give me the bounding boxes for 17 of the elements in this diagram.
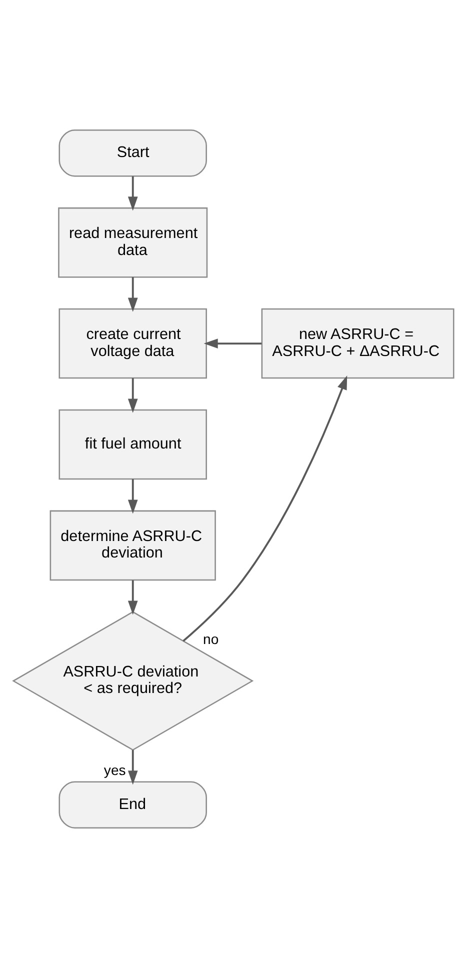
node-box: End: [58, 780, 207, 828]
arrow: [128, 478, 138, 514]
node-box: read measurement data: [58, 206, 208, 278]
node-box: fit fuel amount: [58, 408, 207, 480]
arrow: [182, 374, 348, 642]
node-box: Start: [58, 128, 207, 176]
node-box: determine ASRRU-C deviation: [50, 510, 216, 580]
arrow: [128, 580, 138, 614]
arrow: [128, 276, 138, 312]
edge-label: yes: [104, 762, 126, 778]
arrow: [128, 378, 138, 412]
arrow: [128, 176, 138, 210]
node-box: new ASRRU-C = ASRRU-C + ΔASRRU-C: [261, 308, 454, 378]
arrow: [128, 750, 138, 784]
edge-label: no: [203, 630, 219, 647]
arrow: [204, 338, 262, 348]
node-box: create current voltage data: [58, 308, 207, 378]
